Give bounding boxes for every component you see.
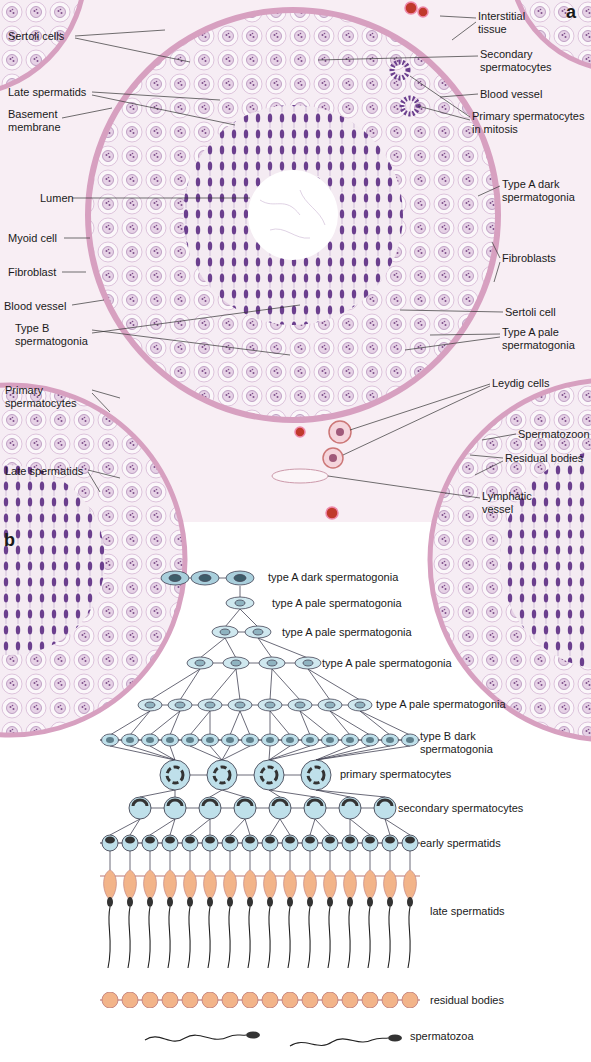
lymphatic-vessel: [272, 469, 328, 483]
panel-letter: a: [566, 2, 576, 23]
spermatid-layer: [500, 450, 591, 670]
part-label: Late spermatids: [5, 465, 83, 478]
part-label: Sertoli cells: [8, 30, 64, 43]
mitotic-figure: [392, 62, 408, 78]
neighbor-tubule: [0, 0, 85, 95]
part-label: Secondary spermatocytes: [480, 48, 572, 73]
part-label: early spermatids: [420, 837, 501, 850]
lineage-lines: [110, 578, 410, 835]
part-label: Late spermatids: [8, 86, 86, 99]
part-label: Basement membrane: [8, 108, 66, 133]
blood-cell: [405, 2, 417, 14]
part-label: type A dark spermatogonia: [268, 571, 398, 584]
part-label: Leydig cells: [492, 377, 549, 390]
early-spermatids: [100, 834, 420, 870]
neighbor-tubule: [430, 380, 591, 740]
part-label: Sertoli cell: [505, 306, 556, 319]
tubule-section: [0, 0, 591, 740]
part-label: residual bodies: [430, 994, 504, 1007]
blood-cell: [295, 427, 305, 437]
part-label: type A pale spermatogonia: [376, 698, 506, 711]
panel-letter: b: [4, 530, 15, 551]
part-label: type A pale spermatogonia: [282, 626, 412, 639]
type-b-spermatogonia: [100, 732, 420, 748]
primary-spermatocytes: [160, 760, 331, 790]
flagella: [260, 190, 325, 238]
spermatid-layer: [183, 105, 403, 325]
part-label: Blood vessel: [480, 88, 542, 101]
part-label: Type A pale spermatogonia: [502, 326, 588, 351]
spermatozoa: [145, 1032, 402, 1047]
lumen: [248, 170, 338, 260]
part-label: type B dark spermatogonia: [420, 730, 520, 755]
seminiferous-tubule: [88, 10, 498, 420]
part-label: Interstitial tissue: [478, 10, 548, 35]
part-label: Fibroblasts: [502, 252, 556, 265]
lineage-scheme: [100, 571, 420, 1046]
leydig-nucleus: [329, 454, 337, 462]
leydig-cell: [329, 421, 351, 443]
part-label: Myoid cell: [8, 232, 57, 245]
neighbor-tubule: [0, 385, 185, 735]
late-spermatids: [100, 866, 420, 972]
type-a-dark-spermatogonia: [161, 571, 254, 585]
mitotic-figure: [402, 98, 418, 114]
part-label: spermatozoa: [410, 1030, 474, 1043]
leydig-cell: [323, 448, 343, 468]
leader-lines: [62, 16, 516, 498]
spermatid-layer: [0, 465, 105, 655]
part-label: Fibroblast: [8, 266, 56, 279]
part-label: type A pale spermatogonia: [322, 657, 452, 670]
part-label: Primary spermatocytes: [5, 384, 91, 409]
part-label: Spermatozoon: [518, 428, 590, 441]
part-label: Lumen: [40, 192, 74, 205]
leydig-nucleus: [336, 428, 344, 436]
part-label: Type A dark spermatogonia: [502, 178, 584, 203]
type-a-pale-spermatogonia: [138, 597, 372, 711]
part-label: Blood vessel: [4, 300, 66, 313]
part-label: Primary spermatocytes in mitosis: [472, 110, 590, 135]
part-label: Lymphatic vessel: [482, 490, 552, 515]
part-label: Residual bodies: [505, 452, 583, 465]
part-label: type A pale spermatogonia: [272, 597, 402, 610]
residual-bodies: [100, 992, 420, 1008]
blood-cell: [326, 507, 338, 519]
part-label: late spermatids: [430, 905, 505, 918]
secondary-spermatocytes: [129, 797, 396, 819]
blood-cell: [418, 7, 428, 17]
part-label: primary spermatocytes: [340, 768, 451, 781]
part-label: secondary spermatocytes: [398, 802, 523, 815]
part-label: Type B spermatogonia: [15, 322, 95, 347]
